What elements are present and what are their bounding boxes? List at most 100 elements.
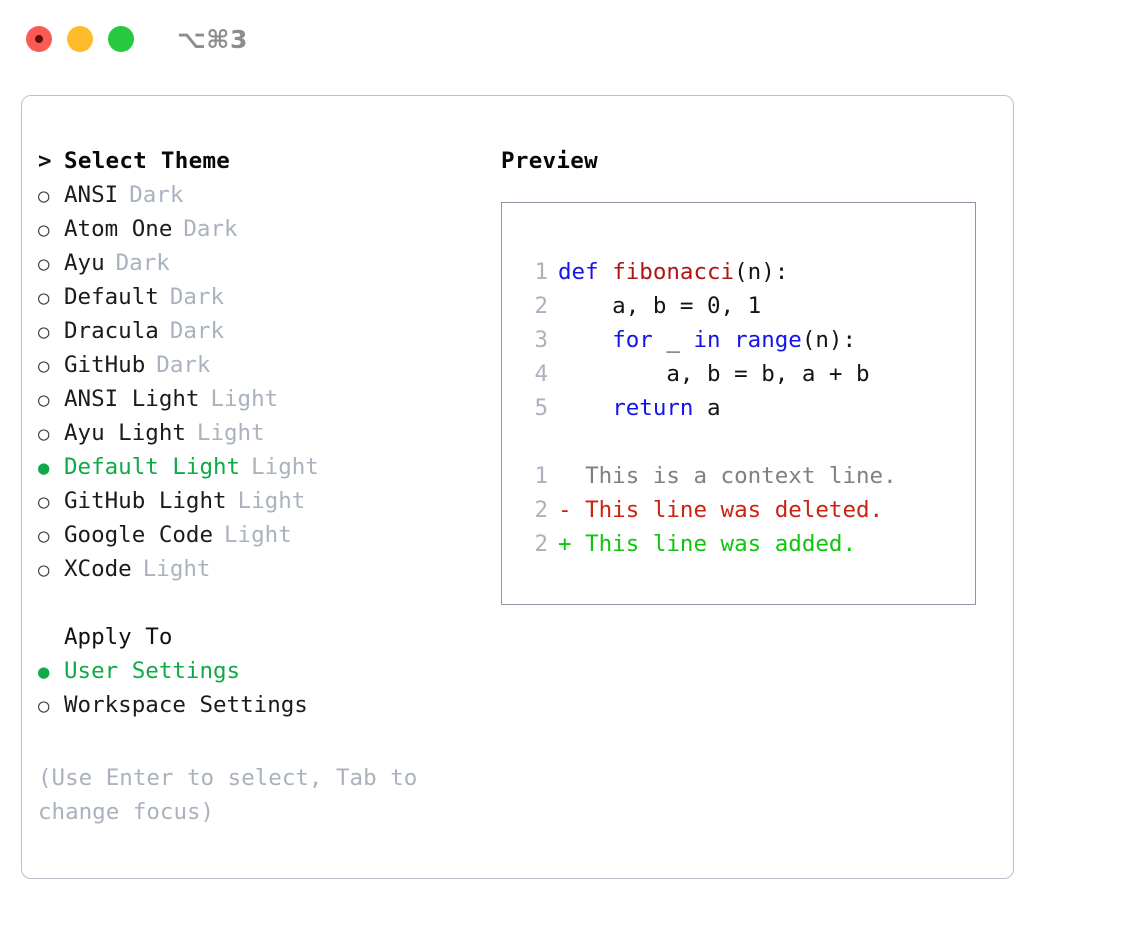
- theme-variant-badge: Light: [237, 488, 306, 514]
- radio-unselected-icon: ○: [38, 219, 50, 241]
- caret-icon: >: [38, 148, 52, 174]
- apply-to-list: ●User Settings ○ Workspace Settings: [38, 654, 498, 722]
- radio-unselected-icon: ○: [38, 389, 50, 411]
- code-line: 5 return a: [516, 391, 967, 425]
- title-bar: ⌥⌘3: [0, 0, 1140, 78]
- theme-variant-badge: Dark: [169, 284, 225, 310]
- code-token: [721, 327, 735, 353]
- theme-name: Dracula: [64, 318, 159, 344]
- code-line-text: return a: [558, 391, 721, 425]
- preview-title: Preview: [501, 148, 598, 174]
- line-number: 5: [534, 395, 548, 421]
- theme-name: ANSI Light: [64, 386, 200, 412]
- line-number: 2: [534, 293, 548, 319]
- code-token: (n):: [734, 259, 789, 285]
- code-token: fibonacci: [612, 259, 735, 285]
- radio-unselected-icon: ○: [38, 525, 50, 547]
- code-line-text: a, b = 0, 1: [558, 289, 761, 323]
- radio-unselected-icon: ○: [38, 321, 50, 343]
- blank-marker: ○: [38, 620, 64, 654]
- code-token: (n):: [801, 327, 857, 353]
- code-token: [558, 395, 612, 421]
- theme-variant-badge: Dark: [115, 250, 170, 276]
- theme-list-item[interactable]: ○ Default Dark: [38, 280, 498, 314]
- theme-variant-badge: Dark: [156, 352, 211, 378]
- apply-to-label: Workspace Settings: [64, 692, 308, 718]
- theme-list-item[interactable]: ○ GitHub Light Light: [38, 484, 498, 518]
- theme-name: Ayu: [64, 250, 105, 276]
- theme-list-item[interactable]: ○ Dracula Dark: [38, 314, 498, 348]
- line-number: 2: [534, 531, 548, 557]
- code-token: a, b = 0, 1: [558, 293, 762, 319]
- theme-list-item[interactable]: ○ GitHub Dark: [38, 348, 498, 382]
- radio-unselected-icon: ○: [38, 253, 50, 275]
- code-token: def: [558, 259, 613, 285]
- radio-unselected-icon: ○: [38, 287, 50, 309]
- code-token: a: [693, 395, 721, 421]
- code-line: 3 for _ in range(n):: [516, 323, 967, 357]
- theme-variant-badge: Light: [196, 420, 265, 446]
- radio-selected-icon: ●: [38, 661, 50, 683]
- radio-unselected-icon: ○: [38, 491, 50, 513]
- diff-line: 1 This is a context line.: [516, 459, 967, 493]
- code-diff-spacer: [516, 425, 967, 459]
- diff-line-text: This is a context line.: [558, 463, 897, 489]
- radio-unselected-icon: ○: [38, 423, 50, 445]
- code-line-text: def fibonacci(n):: [558, 255, 788, 289]
- select-theme-header: > Select Theme: [38, 144, 498, 178]
- keyboard-hint: (Use Enter to select, Tab to change focu…: [38, 765, 431, 825]
- minimize-button[interactable]: [67, 26, 93, 52]
- theme-variant-badge: Light: [224, 522, 292, 548]
- list-spacer: [38, 586, 498, 620]
- code-line-text: a, b = b, a + b: [558, 357, 870, 391]
- theme-name: Default: [64, 284, 159, 310]
- code-line: 2 a, b = 0, 1: [516, 289, 967, 323]
- code-token: a, b = b, a + b: [558, 361, 870, 387]
- close-button[interactable]: [26, 26, 52, 52]
- code-token: in: [693, 327, 721, 353]
- theme-name: ANSI: [64, 182, 119, 208]
- line-number: 4: [534, 361, 548, 387]
- theme-list-item[interactable]: ○ Ayu Light Light: [38, 416, 498, 450]
- radio-unselected-icon: ○: [38, 695, 50, 717]
- apply-to-item[interactable]: ○ Workspace Settings: [38, 688, 498, 722]
- theme-name: GitHub Light: [64, 488, 227, 514]
- theme-variant-badge: Dark: [169, 318, 225, 344]
- theme-name: Ayu Light: [64, 420, 186, 446]
- line-number: 1: [534, 259, 548, 285]
- theme-name: Atom One: [64, 216, 173, 242]
- close-icon: [35, 35, 43, 43]
- zoom-button[interactable]: [108, 26, 134, 52]
- code-token: range: [734, 327, 802, 353]
- theme-list-item[interactable]: ○ Ayu Dark: [38, 246, 498, 280]
- select-theme-header-label: Select Theme: [64, 148, 231, 174]
- radio-selected-icon: ●: [38, 457, 50, 479]
- radio-unselected-icon: ○: [38, 185, 50, 207]
- theme-name: Default Light: [64, 454, 241, 480]
- diff-line: 2- This line was deleted.: [516, 493, 967, 527]
- code-line-text: for _ in range(n):: [558, 323, 856, 357]
- code-token: for: [612, 327, 653, 353]
- code-token: return: [612, 395, 694, 421]
- theme-name: XCode: [64, 556, 132, 582]
- code-line: 1 def fibonacci(n):: [516, 255, 967, 289]
- theme-name: GitHub: [64, 352, 146, 378]
- apply-to-item[interactable]: ●User Settings: [38, 654, 498, 688]
- line-number: 1: [534, 463, 548, 489]
- radio-unselected-icon: ○: [38, 355, 50, 377]
- diff-block: 1 This is a context line.2- This line wa…: [516, 459, 967, 561]
- theme-list-item[interactable]: ○ Google Code Light: [38, 518, 498, 552]
- theme-name: Google Code: [64, 522, 214, 548]
